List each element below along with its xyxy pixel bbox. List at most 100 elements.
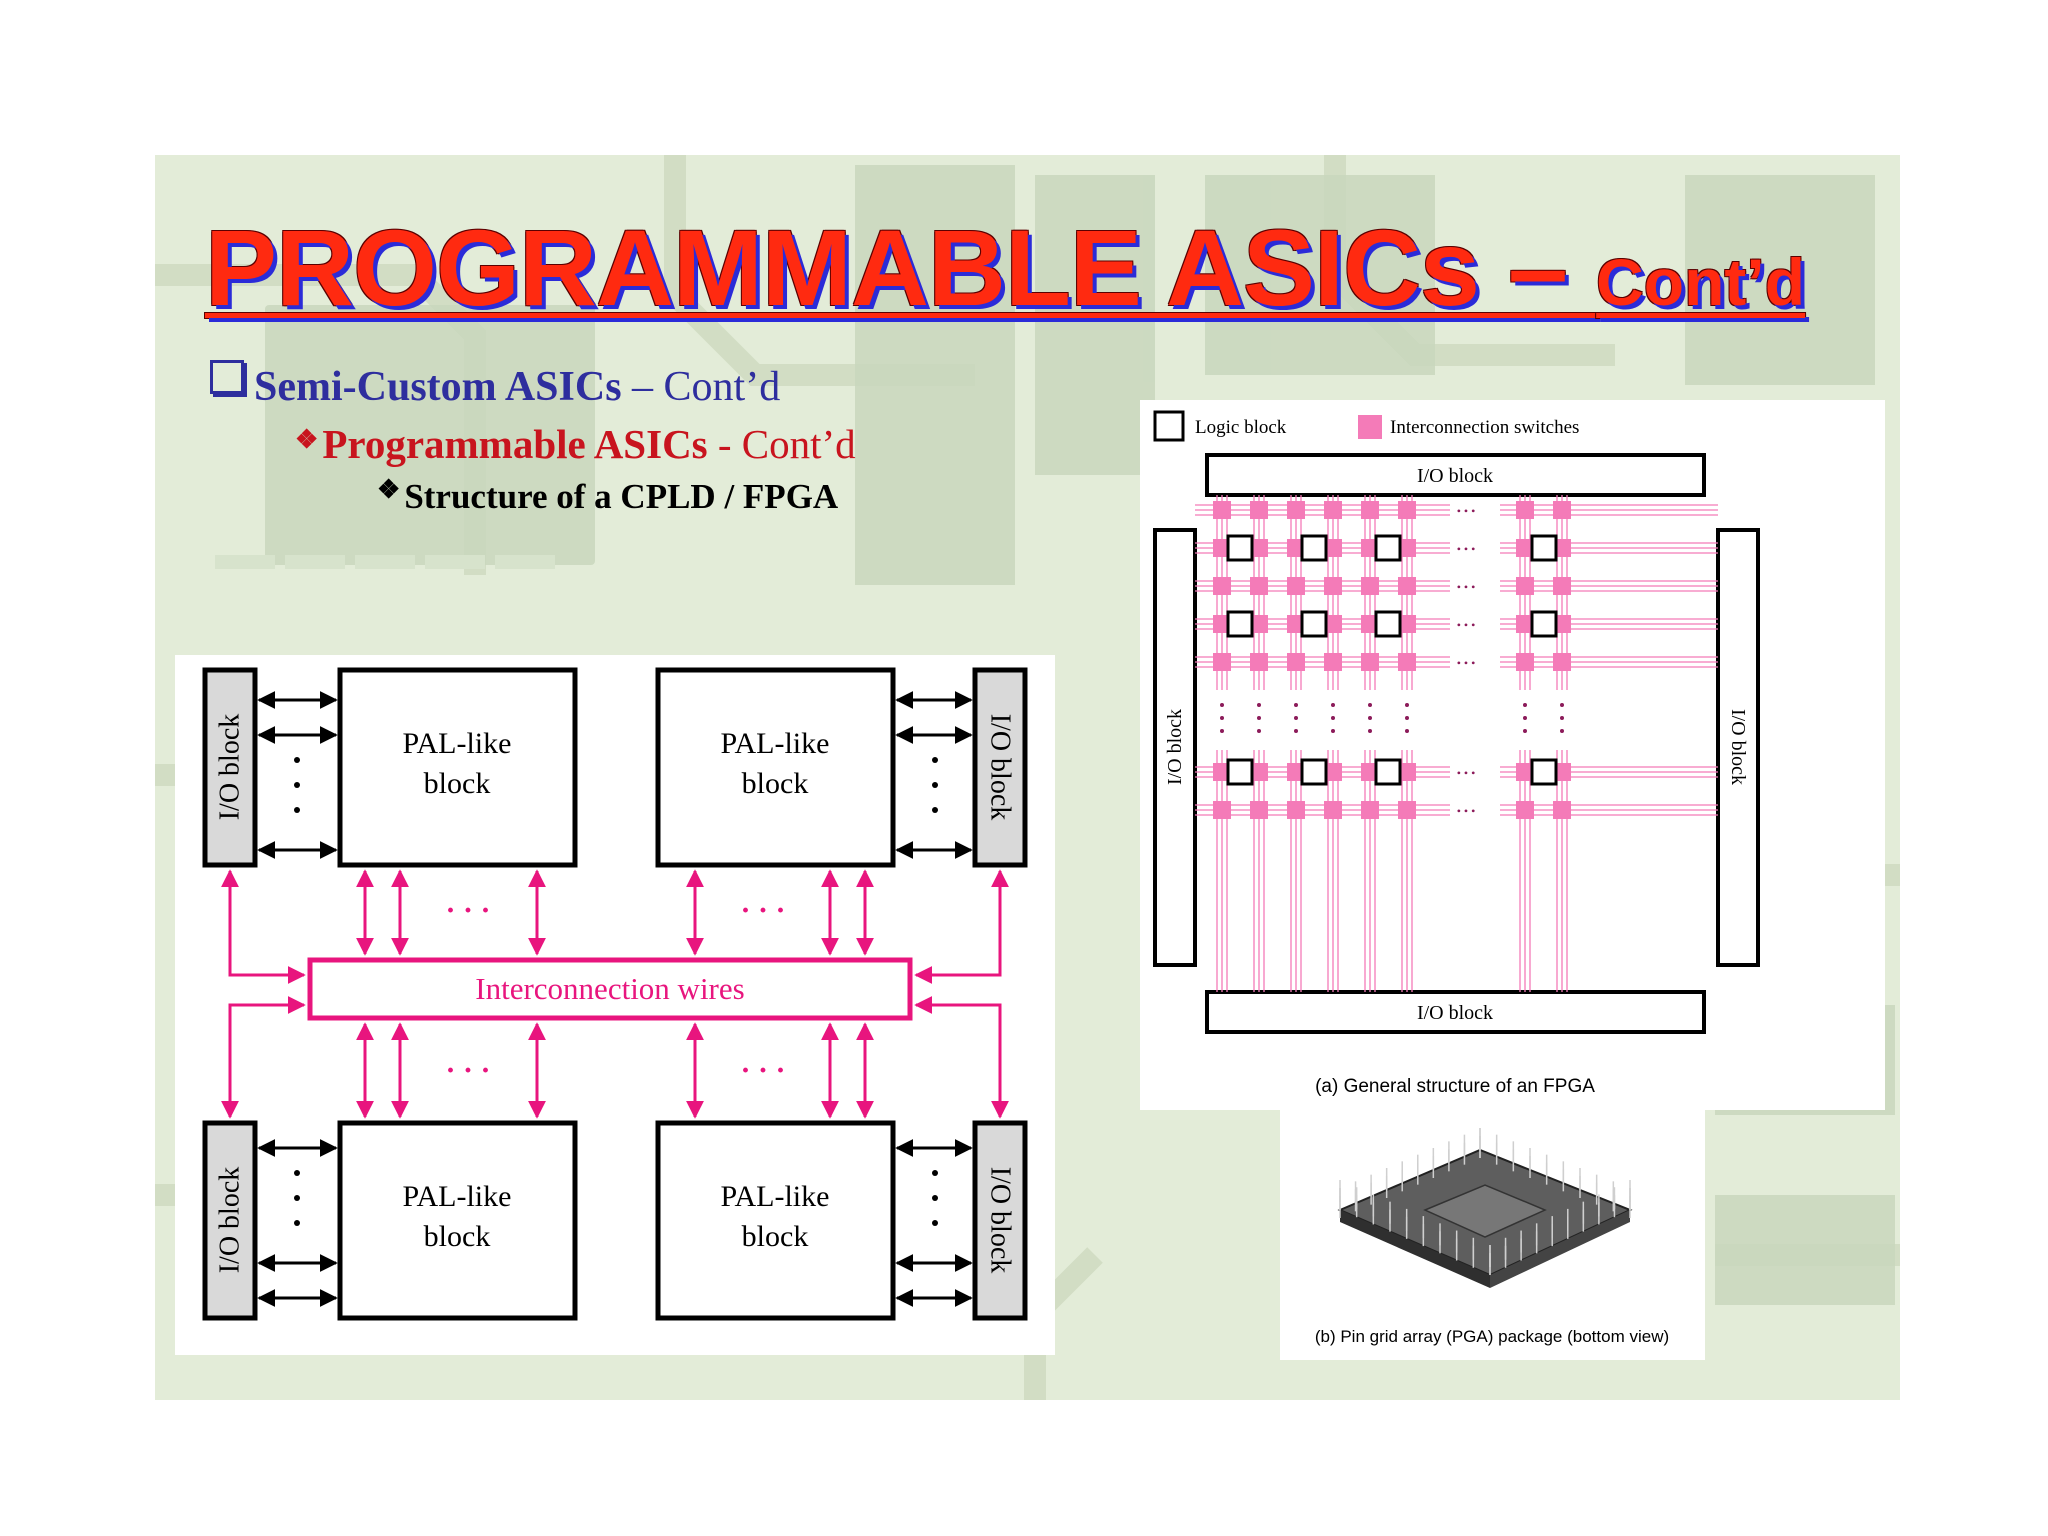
interconnection-switch <box>1516 539 1534 557</box>
interconnection-switch <box>1287 801 1305 819</box>
svg-text:block: block <box>424 1220 491 1253</box>
pal-like-block: PAL-like block <box>337 667 578 868</box>
logic-block <box>1374 610 1402 638</box>
interconnection-switch <box>1516 615 1534 633</box>
title-suffix: Cont’d <box>1596 245 1806 319</box>
interconnection-switch <box>1361 501 1379 519</box>
ellipsis-dots: • • • <box>1457 656 1476 670</box>
interconnection-switch <box>1398 653 1416 671</box>
interconnect-arrows <box>221 869 1009 1119</box>
square-bullet-icon <box>210 360 244 394</box>
svg-text:· · ·: · · · <box>445 1054 490 1087</box>
ellipsis-dot <box>1560 729 1564 733</box>
logic-block <box>1530 758 1558 786</box>
ellipsis-dot <box>1405 703 1409 707</box>
io-block: I/O block <box>972 1120 1028 1321</box>
interconnection-wires-bar: Interconnection wires <box>307 957 913 1021</box>
ellipsis-dot <box>1257 716 1261 720</box>
logic-block <box>1226 534 1254 562</box>
interconnection-switch <box>1553 653 1571 671</box>
io-block-bottom: I/O block <box>1205 990 1706 1034</box>
ellipsis-dot <box>1331 729 1335 733</box>
interconnection-switch <box>1324 653 1342 671</box>
logic-block-legend-icon <box>1153 410 1185 442</box>
switch-legend-icon <box>1358 415 1382 439</box>
interconnection-switch <box>1324 801 1342 819</box>
pga-chip-image <box>1337 1128 1633 1288</box>
svg-text:PAL-like: PAL-like <box>403 727 512 760</box>
ellipsis-dot <box>1523 703 1527 707</box>
ellipsis-dot <box>1331 703 1335 707</box>
ellipsis-dot <box>1368 716 1372 720</box>
svg-text:I/O block: I/O block <box>985 714 1016 821</box>
svg-text:PAL-like: PAL-like <box>721 1180 830 1213</box>
svg-text:PAL-like: PAL-like <box>721 727 830 760</box>
interconnection-switch <box>1250 501 1268 519</box>
logic-block <box>1374 534 1402 562</box>
io-block-left: I/O block <box>1153 528 1197 967</box>
interconnection-switch <box>1213 577 1231 595</box>
svg-text:· · ·: · · · <box>445 894 490 927</box>
ellipsis-dot <box>1257 729 1261 733</box>
ellipsis-dot <box>1405 716 1409 720</box>
interconnection-switch <box>1250 577 1268 595</box>
interconnection-switch <box>1398 501 1416 519</box>
logic-block <box>1226 610 1254 638</box>
interconnection-switch <box>1398 577 1416 595</box>
io-block: I/O block <box>972 667 1028 868</box>
interconnection-switch <box>1250 763 1268 781</box>
bullet3-text: Structure of a CPLD / FPGA <box>404 477 839 516</box>
slide-title: PROGRAMMABLE ASICs – Cont’d <box>205 205 1805 330</box>
interconnection-switch <box>1213 501 1231 519</box>
io-block-right: I/O block <box>1716 528 1760 967</box>
ellipsis-dots: • • • <box>1457 504 1476 518</box>
svg-text:block: block <box>424 767 491 800</box>
interconnection-switch <box>1324 577 1342 595</box>
ellipsis-dots: • • • <box>1457 804 1476 818</box>
ellipsis-dot <box>1523 716 1527 720</box>
interconnection-switch <box>1213 801 1231 819</box>
interconnection-switch <box>1250 615 1268 633</box>
svg-text:I/O block: I/O block <box>1727 709 1749 785</box>
io-block: I/O block <box>202 1120 258 1321</box>
interconnection-switch <box>1398 615 1416 633</box>
interconnection-switch <box>1553 801 1571 819</box>
svg-text:I/O block: I/O block <box>1164 709 1186 785</box>
ellipsis-dot <box>1368 703 1372 707</box>
interconnection-switch <box>1287 501 1305 519</box>
pal-like-block: PAL-like block <box>337 1120 578 1321</box>
pga-package-figure: (b) Pin grid array (PGA) package (bottom… <box>1280 1110 1705 1360</box>
fpga-caption: (a) General structure of an FPGA <box>1315 1076 1595 1097</box>
logic-block <box>1226 758 1254 786</box>
interconnection-switch <box>1324 763 1342 781</box>
interconnection-switch <box>1324 501 1342 519</box>
svg-text:block: block <box>742 767 809 800</box>
ellipsis-dot <box>1220 729 1224 733</box>
svg-text:block: block <box>742 1220 809 1253</box>
logic-block <box>1300 758 1328 786</box>
ellipsis-dots: • • • <box>1457 542 1476 556</box>
interconnection-switch <box>1361 653 1379 671</box>
ellipsis-dot <box>1294 716 1298 720</box>
svg-text:I/O block: I/O block <box>1417 1002 1493 1024</box>
logic-block <box>1530 534 1558 562</box>
interconnection-switch <box>1324 539 1342 557</box>
bullet-semi-custom: Semi-Custom ASICs – Cont’d <box>210 360 780 411</box>
interconnection-switch <box>1361 577 1379 595</box>
ellipsis-dot <box>1368 729 1372 733</box>
ellipsis-dot <box>1560 716 1564 720</box>
bullet2-main: Programmable ASICs <box>322 421 708 467</box>
svg-text:I/O block: I/O block <box>215 1167 246 1274</box>
interconnection-switch <box>1553 501 1571 519</box>
interconnection-switch <box>1213 653 1231 671</box>
io-block: I/O block <box>202 667 258 868</box>
interconnection-switch <box>1324 615 1342 633</box>
ellipsis-dot <box>1220 716 1224 720</box>
ellipsis-dot <box>1294 729 1298 733</box>
interconnection-switch <box>1250 539 1268 557</box>
ellipsis-dots: • • • <box>1457 580 1476 594</box>
svg-text:Logic block: Logic block <box>1195 417 1287 438</box>
ellipsis-dot <box>1331 716 1335 720</box>
four-diamond-bullet-icon: ❖ <box>295 425 319 454</box>
svg-text:I/O block: I/O block <box>985 1167 1016 1274</box>
